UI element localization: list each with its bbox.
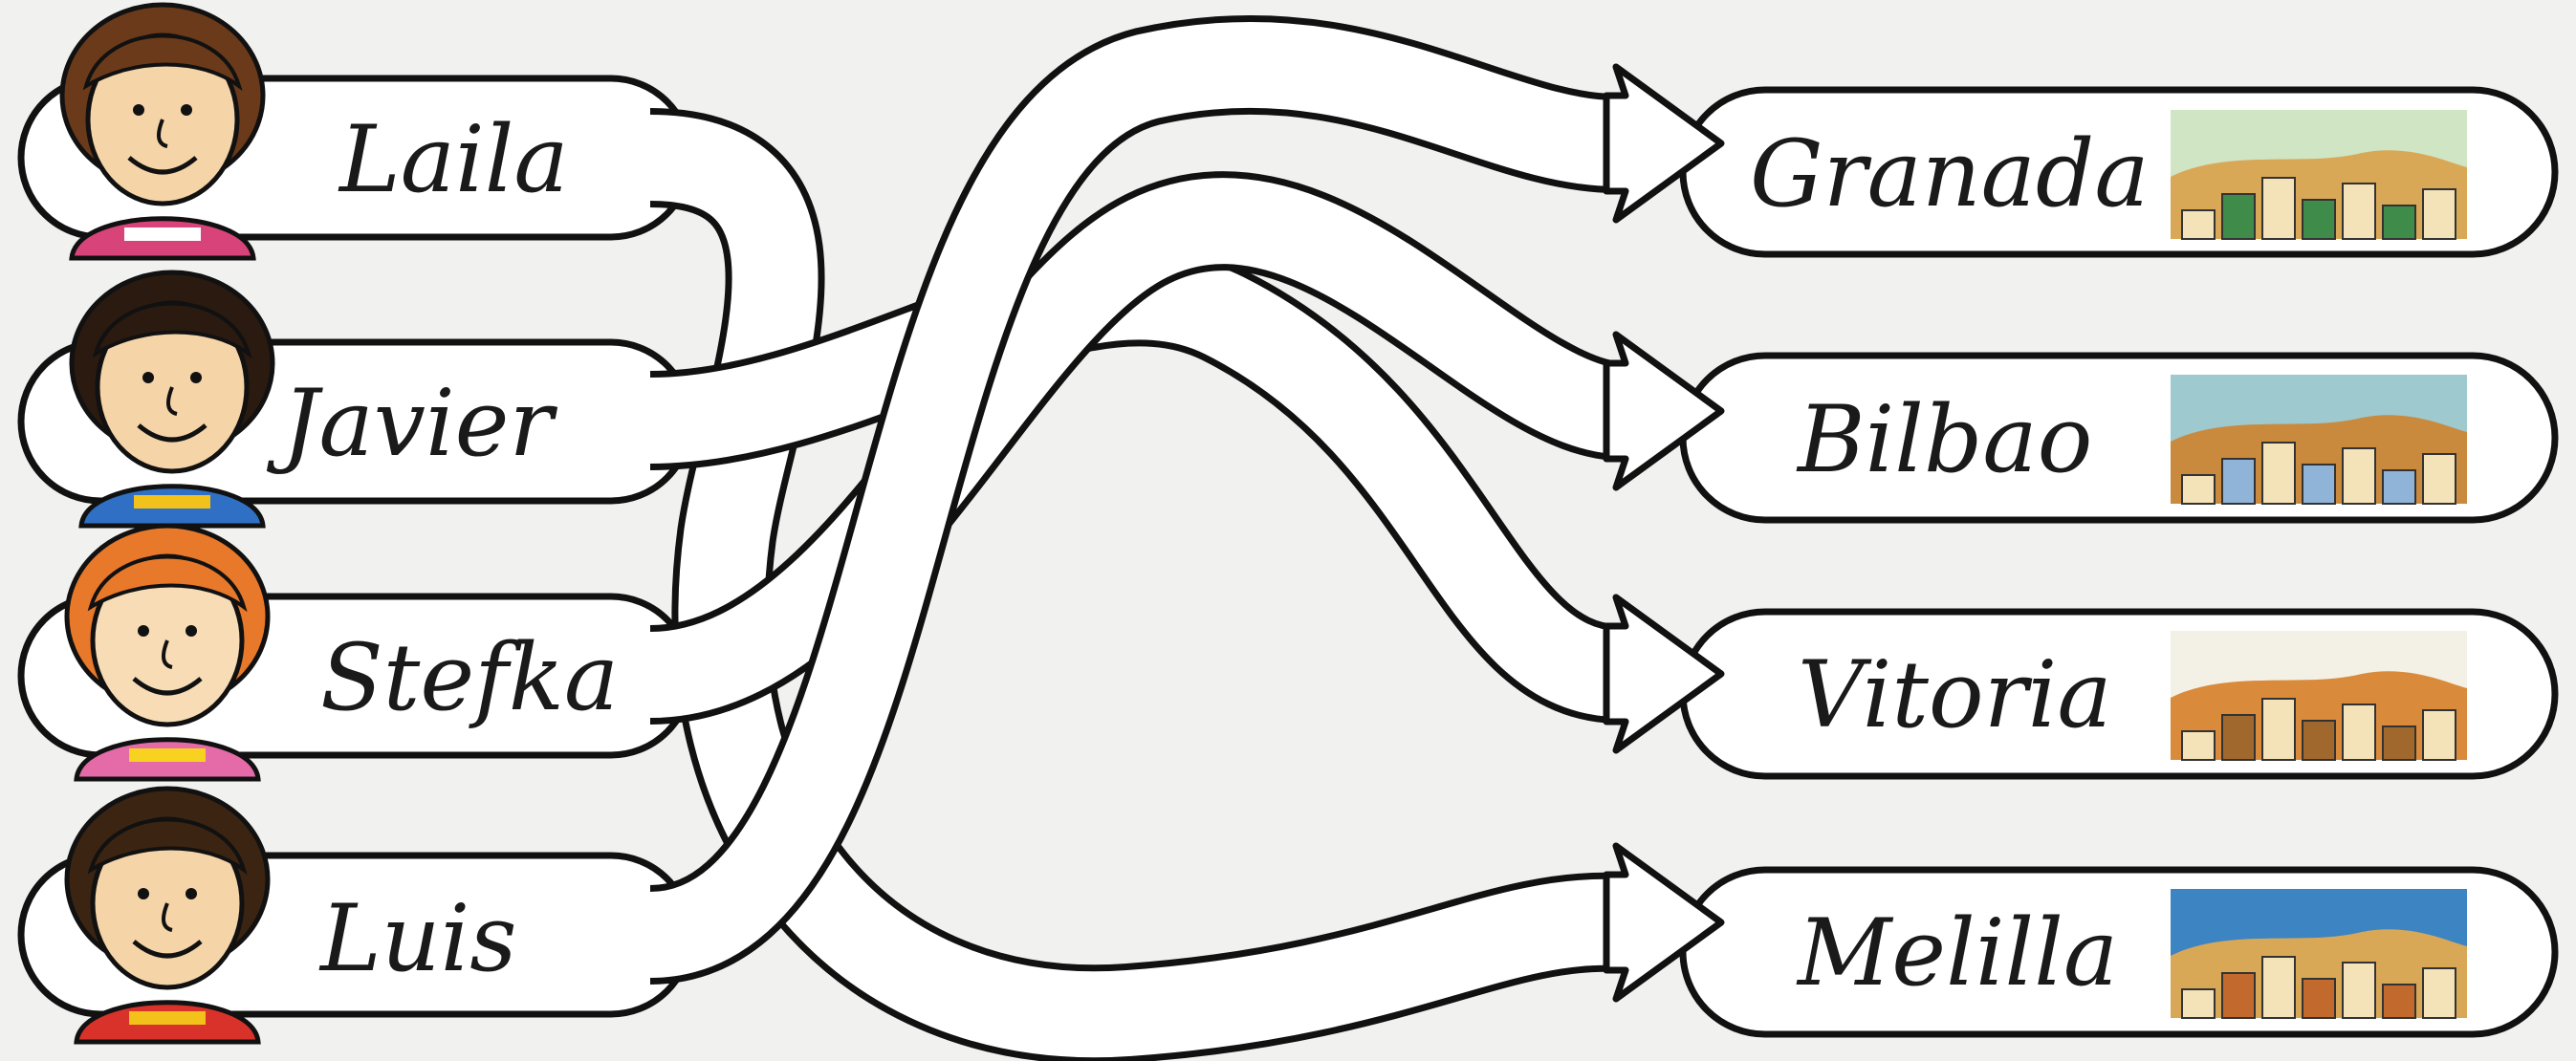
person-name-luis: Luis: [318, 885, 517, 992]
thumb-building: [2303, 721, 2335, 760]
thumb-building: [2222, 459, 2255, 504]
eye: [138, 888, 149, 899]
shirt-stripe: [129, 748, 206, 762]
eye: [186, 888, 197, 899]
guggenheim-icon: [2171, 375, 2467, 504]
eye: [133, 104, 144, 116]
person-name-stefka: Stefka: [320, 624, 619, 731]
thumb-building: [2423, 710, 2456, 760]
alhambra-icon: [2171, 110, 2467, 239]
thumb-building: [2343, 448, 2375, 504]
thumb-building: [2222, 194, 2255, 239]
thumb-building: [2262, 957, 2295, 1018]
city-name-melilla: Melilla: [1796, 899, 2118, 1007]
thumb-building: [2303, 979, 2335, 1018]
eye: [138, 625, 149, 637]
thumb-building: [2222, 715, 2255, 760]
shirt-stripe: [134, 495, 210, 509]
thumb-building: [2423, 454, 2456, 504]
thumb-building: [2222, 973, 2255, 1018]
eye: [181, 104, 192, 116]
eye: [142, 372, 154, 383]
shirt-stripe: [129, 1011, 206, 1025]
thumb-building: [2383, 985, 2415, 1018]
thumb-building: [2423, 968, 2456, 1018]
city-name-vitoria: Vitoria: [1798, 641, 2112, 748]
cathedral-icon: [2171, 631, 2467, 760]
thumb-building: [2383, 206, 2415, 239]
shirt-stripe: [124, 227, 201, 241]
thumb-building: [2343, 704, 2375, 760]
thumb-building: [2303, 200, 2335, 239]
thumb-building: [2383, 470, 2415, 504]
thumb-building: [2383, 726, 2415, 760]
tangled-paths: [650, 65, 1616, 1014]
eye: [190, 372, 202, 383]
thumb-building: [2182, 475, 2215, 504]
thumb-building: [2343, 963, 2375, 1018]
person-name-javier: Javier: [266, 370, 557, 477]
thumb-building: [2182, 210, 2215, 239]
thumb-building: [2182, 731, 2215, 760]
thumb-building: [2262, 178, 2295, 239]
person-name-laila: Laila: [338, 106, 569, 213]
thumb-building: [2343, 184, 2375, 239]
thumb-building: [2262, 443, 2295, 504]
thumb-building: [2182, 989, 2215, 1018]
city-name-bilbao: Bilbao: [1796, 386, 2092, 493]
city-name-granada: Granada: [1750, 120, 2150, 227]
thumb-building: [2303, 465, 2335, 504]
fortress-icon: [2171, 889, 2467, 1018]
thumb-building: [2423, 189, 2456, 239]
thumb-building: [2262, 699, 2295, 760]
eye: [186, 625, 197, 637]
